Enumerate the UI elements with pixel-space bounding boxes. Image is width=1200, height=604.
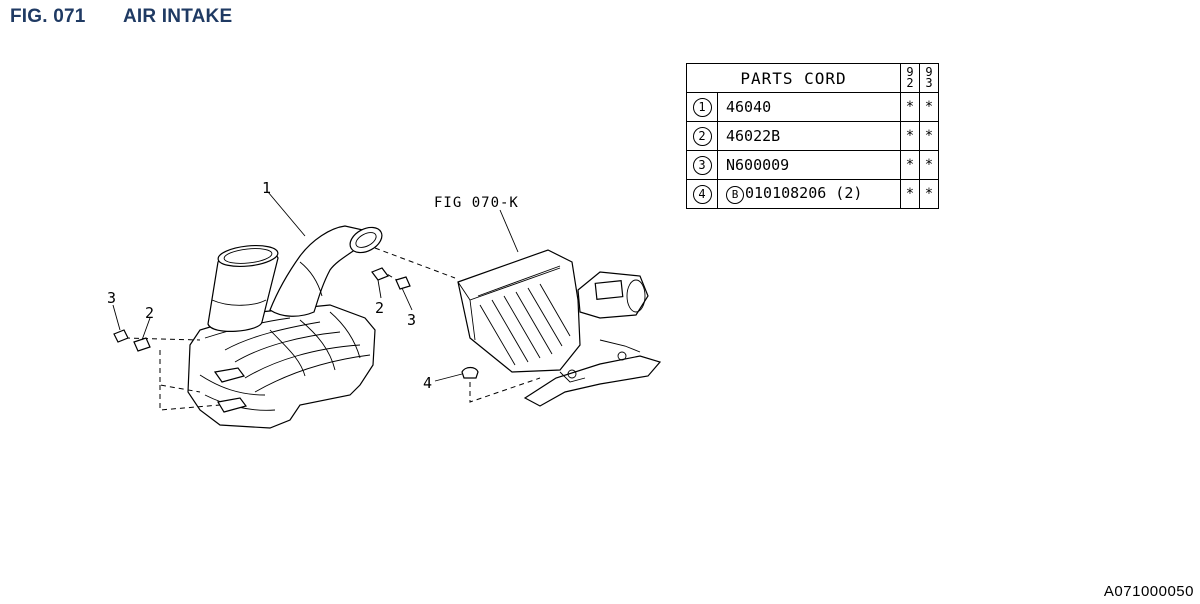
callout-3-mid: 3 [407, 311, 416, 329]
row-index: 1 [692, 98, 712, 117]
table-row: 2 46022B * * [686, 121, 939, 151]
callout-1: 1 [262, 179, 271, 197]
year-92-mark: * [900, 150, 920, 180]
year-92-mark: * [900, 121, 920, 151]
figure-number: FIG. 071 [10, 6, 86, 27]
figure-name: AIR INTAKE [123, 6, 233, 27]
reference-fig-070-k: FIG 070-K [434, 195, 519, 211]
clip-2-mid [371, 267, 389, 281]
figure-code: A071000050 [1103, 583, 1194, 600]
row-index: 2 [692, 127, 712, 146]
callout-3-left: 3 [107, 289, 116, 307]
resonator-assembly [187, 225, 383, 429]
year-93-mark: * [919, 92, 939, 122]
row-index: 3 [692, 156, 712, 175]
year-92-mark: * [900, 92, 920, 122]
callout-2-mid: 2 [375, 299, 384, 317]
parts-cord-header: PARTS CORD [686, 63, 901, 93]
part-code: 46022B [717, 121, 901, 151]
part-code: N600009 [717, 150, 901, 180]
bolt-4 [461, 366, 479, 379]
year-93-mark: * [919, 121, 939, 151]
table-row: 1 46040 * * [686, 92, 939, 122]
part-code: 46040 [717, 92, 901, 122]
figure-title: FIG. 071 AIR INTAKE [10, 6, 232, 28]
part-code: 010108206 (2) [745, 184, 863, 202]
year-93-mark: * [919, 150, 939, 180]
clip-3-left [113, 329, 129, 343]
row-index: 4 [692, 185, 712, 204]
part-prefix-badge: B [726, 186, 744, 204]
year-92-mark: * [900, 179, 920, 209]
table-row: 3 N600009 * * [686, 150, 939, 180]
callout-2-left: 2 [145, 304, 154, 322]
callout-4: 4 [423, 374, 432, 392]
nut-3-mid [395, 276, 411, 290]
year-93-mark: * [919, 179, 939, 209]
air-cleaner-assembly [457, 249, 662, 407]
